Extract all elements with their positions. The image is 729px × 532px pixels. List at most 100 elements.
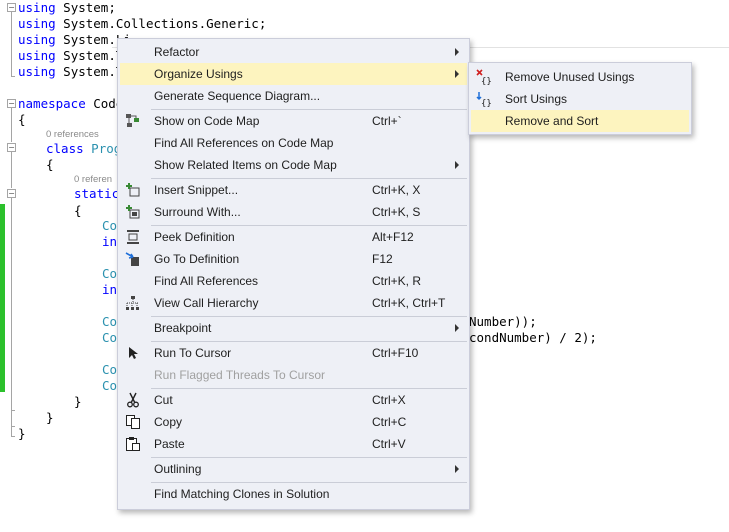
menu-item-outlining[interactable]: Outlining bbox=[120, 458, 467, 480]
cut-icon bbox=[125, 392, 141, 408]
code-line-statement: Co bbox=[102, 378, 118, 393]
code-line-method: static bbox=[74, 186, 120, 201]
submenu-arrow-icon bbox=[455, 465, 459, 473]
svg-text:{}: {} bbox=[481, 99, 492, 107]
code-line-brace: } bbox=[46, 410, 54, 425]
code-line-brace: } bbox=[74, 394, 82, 409]
sort-usings-icon: {} bbox=[476, 91, 492, 109]
menu-item-label: Paste bbox=[154, 437, 185, 451]
submenu-item-remove-and-sort[interactable]: Remove and Sort bbox=[471, 110, 689, 132]
submenu-arrow-icon bbox=[455, 70, 459, 78]
menu-item-label: Cut bbox=[154, 393, 173, 407]
menu-item-insert-snippet[interactable]: Insert Snippet... Ctrl+K, X bbox=[120, 179, 467, 201]
context-menu: Refactor Organize Usings Generate Sequen… bbox=[117, 38, 470, 510]
remove-usings-icon: {} bbox=[476, 69, 492, 87]
menu-item-label: Refactor bbox=[154, 45, 200, 59]
peek-definition-icon bbox=[125, 229, 141, 245]
menu-item-label: Insert Snippet... bbox=[154, 183, 239, 197]
menu-item-show-on-code-map[interactable]: Show on Code Map Ctrl+` bbox=[120, 110, 467, 132]
code-line-statement: Co bbox=[102, 362, 118, 377]
outline-guide-end bbox=[11, 76, 15, 77]
code-line-class: class Prog bbox=[46, 141, 122, 156]
menu-item-organize-usings[interactable]: Organize Usings bbox=[120, 63, 467, 85]
menu-separator bbox=[151, 109, 467, 110]
menu-item-label: Find All References bbox=[154, 274, 259, 288]
menu-item-label: Generate Sequence Diagram... bbox=[154, 89, 321, 103]
code-line-tail: Number)); bbox=[469, 314, 537, 329]
menu-item-view-call-hierarchy[interactable]: View Call Hierarchy Ctrl+K, Ctrl+T bbox=[120, 292, 467, 314]
code-line-brace: } bbox=[18, 426, 26, 441]
change-tracking-bar bbox=[0, 204, 5, 392]
collapse-namespace-icon[interactable]: − bbox=[7, 99, 16, 108]
menu-item-find-matching-clones[interactable]: Find Matching Clones in Solution bbox=[120, 483, 467, 505]
code-line-3: using System.Li bbox=[18, 32, 131, 47]
menu-item-find-all-references[interactable]: Find All References Ctrl+K, R bbox=[120, 270, 467, 292]
menu-item-surround-with[interactable]: Surround With... Ctrl+K, S bbox=[120, 201, 467, 223]
code-line-5: using System.T bbox=[18, 64, 124, 79]
code-line-1: using System; bbox=[18, 0, 116, 15]
menu-item-shortcut: Ctrl+K, R bbox=[372, 274, 422, 288]
code-line-statement: Co bbox=[102, 330, 118, 345]
copy-icon bbox=[125, 414, 141, 430]
menu-item-run-to-cursor[interactable]: Run To Cursor Ctrl+F10 bbox=[120, 342, 467, 364]
menu-item-label: Find All References on Code Map bbox=[154, 136, 334, 150]
code-line-brace: { bbox=[18, 112, 26, 127]
menu-item-label: Outlining bbox=[154, 462, 202, 476]
paste-icon bbox=[125, 436, 141, 452]
menu-item-show-related-items[interactable]: Show Related Items on Code Map bbox=[120, 154, 467, 176]
menu-item-label: Peek Definition bbox=[154, 230, 235, 244]
menu-item-peek-definition[interactable]: Peek Definition Alt+F12 bbox=[120, 226, 467, 248]
menu-item-cut[interactable]: Cut Ctrl+X bbox=[120, 389, 467, 411]
code-line-statement: in bbox=[102, 234, 118, 249]
menu-item-shortcut: F12 bbox=[372, 252, 393, 266]
code-line-brace: { bbox=[74, 203, 82, 218]
collapse-class-icon[interactable]: − bbox=[7, 143, 16, 152]
code-line-brace: { bbox=[46, 157, 54, 172]
menu-item-label: Run To Cursor bbox=[154, 346, 232, 360]
call-hierarchy-icon bbox=[125, 295, 141, 311]
menu-item-label: Go To Definition bbox=[154, 252, 240, 266]
menu-item-label: Breakpoint bbox=[154, 321, 212, 335]
code-line-statement: in bbox=[102, 282, 118, 297]
submenu-item-remove-unused-usings[interactable]: {} Remove Unused Usings bbox=[471, 66, 689, 88]
menu-item-shortcut: Ctrl+K, X bbox=[372, 183, 421, 197]
code-line-statement: Co bbox=[102, 314, 118, 329]
submenu-arrow-icon bbox=[455, 324, 459, 332]
code-line-2: using System.Collections.Generic; bbox=[18, 16, 267, 31]
menu-item-find-all-references-code-map[interactable]: Find All References on Code Map bbox=[120, 132, 467, 154]
outline-guide bbox=[11, 12, 12, 76]
menu-item-label: Sort Usings bbox=[505, 92, 568, 106]
code-line-namespace: namespace Code bbox=[18, 96, 124, 111]
outline-guide-end bbox=[11, 426, 15, 427]
menu-item-shortcut: Ctrl+` bbox=[372, 114, 402, 128]
menu-item-copy[interactable]: Copy Ctrl+C bbox=[120, 411, 467, 433]
collapse-method-icon[interactable]: − bbox=[7, 189, 16, 198]
menu-item-label: Copy bbox=[154, 415, 183, 429]
menu-item-shortcut: Ctrl+F10 bbox=[372, 346, 419, 360]
codelens-references[interactable]: 0 referen bbox=[74, 174, 113, 185]
submenu-arrow-icon bbox=[455, 48, 459, 56]
menu-item-generate-sequence-diagram[interactable]: Generate Sequence Diagram... bbox=[120, 85, 467, 107]
menu-item-paste[interactable]: Paste Ctrl+V bbox=[120, 433, 467, 455]
menu-item-label: View Call Hierarchy bbox=[154, 296, 259, 310]
outline-guide bbox=[11, 198, 12, 436]
menu-separator bbox=[151, 316, 467, 317]
code-map-icon bbox=[125, 113, 141, 129]
menu-item-go-to-definition[interactable]: Go To Definition F12 bbox=[120, 248, 467, 270]
menu-item-label: Find Matching Clones in Solution bbox=[154, 487, 330, 501]
menu-item-refactor[interactable]: Refactor bbox=[120, 41, 467, 63]
codelens-references[interactable]: 0 references bbox=[46, 129, 99, 140]
collapse-usings-icon[interactable]: − bbox=[7, 3, 16, 12]
code-line-4: using System.T bbox=[18, 48, 124, 63]
menu-separator bbox=[151, 341, 467, 342]
menu-item-run-flagged-threads[interactable]: Run Flagged Threads To Cursor bbox=[120, 364, 467, 386]
submenu-item-sort-usings[interactable]: {} Sort Usings bbox=[471, 88, 689, 110]
menu-item-breakpoint[interactable]: Breakpoint bbox=[120, 317, 467, 339]
code-line-statement: Co bbox=[102, 218, 118, 233]
insert-snippet-icon bbox=[125, 182, 141, 198]
outline-guide bbox=[11, 152, 12, 188]
submenu-arrow-icon bbox=[455, 161, 459, 169]
menu-item-label: Organize Usings bbox=[154, 67, 243, 81]
menu-item-label: Surround With... bbox=[154, 205, 241, 219]
outline-guide-end bbox=[11, 410, 15, 411]
